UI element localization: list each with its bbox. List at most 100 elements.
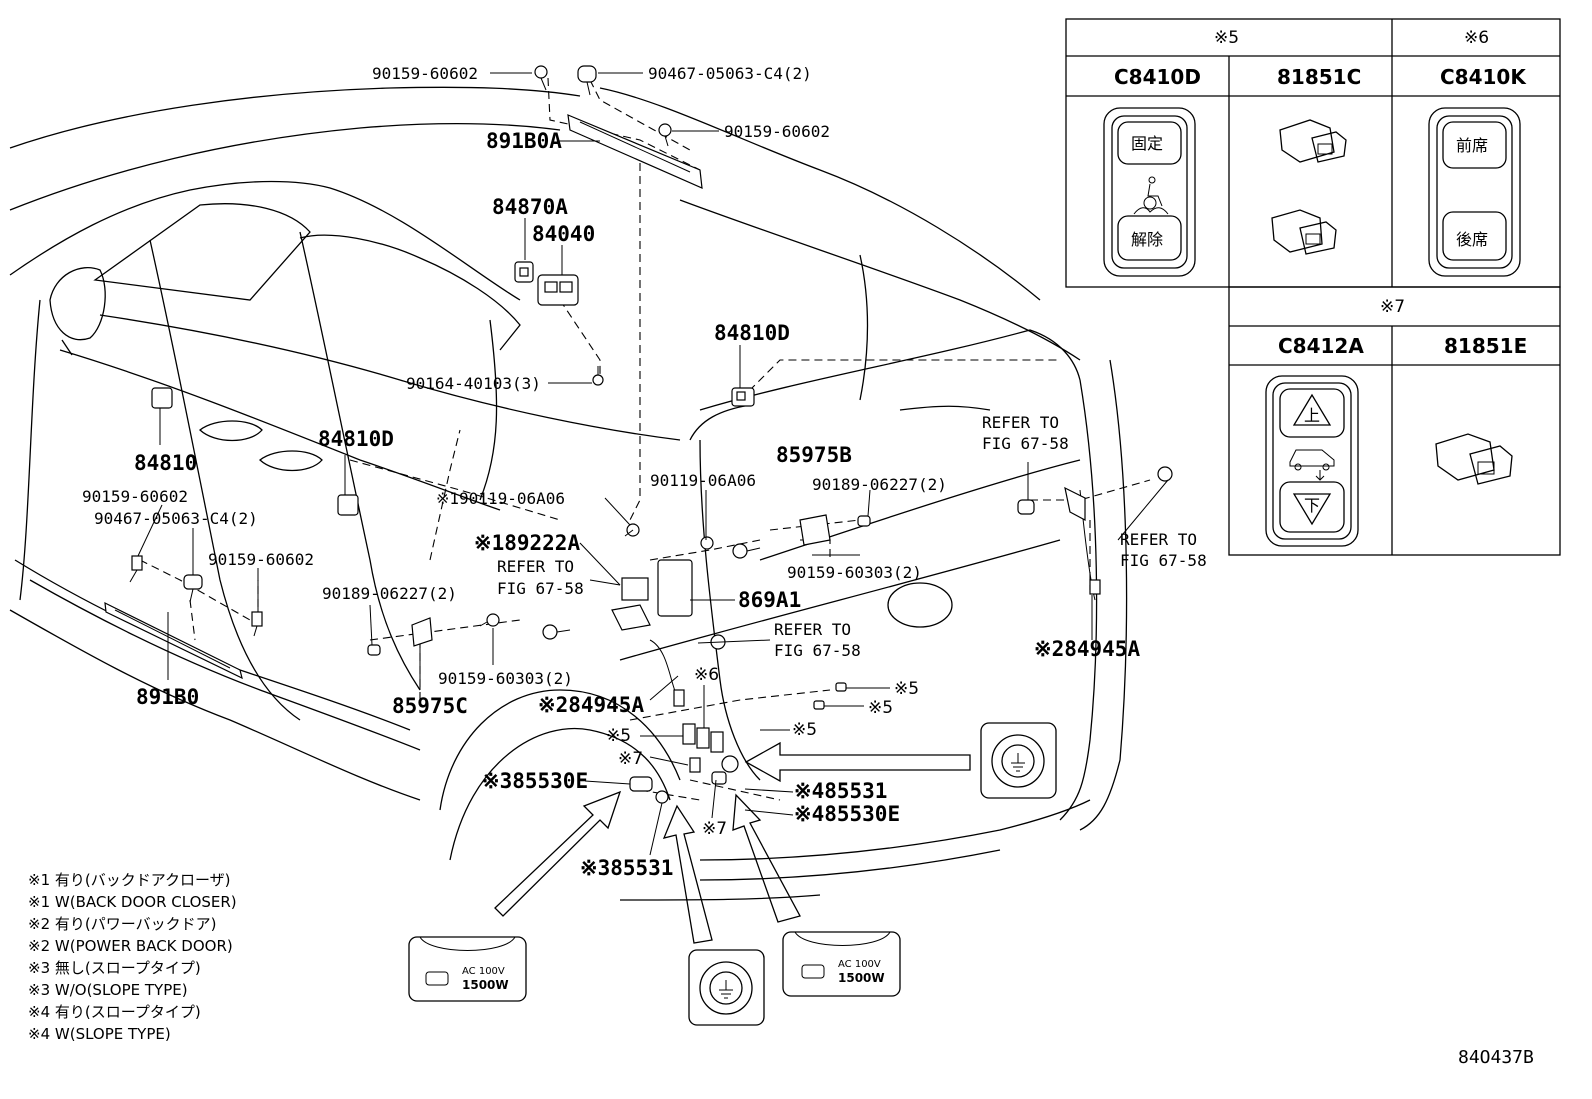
- callout-label: 90159-60602: [82, 487, 188, 506]
- plug-icon: [801, 964, 825, 979]
- callout-label: 891B0: [136, 685, 199, 709]
- part-glyphs: [104, 65, 1173, 804]
- bolt-icon: [700, 536, 714, 550]
- callout-label: 84870A: [492, 195, 568, 219]
- seat-select-switch-icon: 前席 後席: [1428, 107, 1521, 277]
- footnote-line: ※2 有り(パワーバックドア): [28, 915, 216, 933]
- footnote-line: ※2 W(POWER BACK DOOR): [28, 937, 233, 955]
- slope-switch-icon: 上 下: [1265, 375, 1359, 547]
- callout-label: ※5: [894, 679, 919, 699]
- vehicle-slope-icon: [1289, 449, 1335, 481]
- table-column-header: 81851C: [1277, 65, 1361, 89]
- callout-label: 90159-60602: [208, 550, 314, 569]
- refer-label: REFER TO: [1120, 530, 1197, 549]
- outlet-icon: [655, 790, 669, 804]
- refer-label: FIG 67-58: [1120, 551, 1207, 570]
- callout-label: 84040: [532, 222, 595, 246]
- switch-icon: [710, 731, 724, 753]
- connector-icon: [1271, 209, 1337, 255]
- outlet-icon: [629, 776, 653, 792]
- switch-button-label: 固定: [1131, 134, 1163, 153]
- switch-button-label: 解除: [1131, 230, 1163, 249]
- outlet-watt-label: 1500W: [462, 978, 509, 992]
- footnote-line: ※3 無し(スロープタイプ): [28, 959, 201, 977]
- callout-label: 90189-06227(2): [812, 475, 947, 494]
- callout-label: 90467-05063-C4(2): [648, 64, 812, 83]
- callout-label: ※284945A: [1034, 637, 1140, 661]
- callout-label: ※189222A: [474, 531, 580, 555]
- callout-label: 90159-60303(2): [787, 563, 922, 582]
- switch-icon: [514, 261, 534, 283]
- callout-label: 84810D: [714, 321, 790, 345]
- scuff-plate-icon: [104, 601, 243, 680]
- clip-icon: [857, 515, 871, 527]
- outlet-icon: [711, 771, 727, 785]
- refer-label: FIG 67-58: [774, 641, 861, 660]
- switch-icon: [337, 455, 359, 516]
- clip-icon: [1017, 499, 1035, 515]
- callout-label: ※5: [868, 698, 893, 718]
- table-group-label: ※5: [1214, 28, 1239, 48]
- callout-label: 891B0A: [486, 129, 562, 153]
- refer-label: FIG 67-58: [497, 579, 584, 598]
- switch-variant-table: ※5 ※6 ※7 C8410D 81851C C8410K C8412A 818…: [1065, 18, 1561, 556]
- switch-icon: [696, 727, 710, 749]
- callout-leaders: [137, 72, 1169, 856]
- outlet-watt-label: 1500W: [838, 971, 885, 985]
- bolt-icon: [1157, 466, 1173, 482]
- callout-label: 90467-05063-C4(2): [94, 509, 258, 528]
- screw-icon: [251, 611, 263, 637]
- switch-icon: [731, 387, 755, 407]
- clip-icon: [813, 700, 825, 710]
- callout-label: ※5: [792, 720, 817, 740]
- bolt-icon: [534, 65, 548, 91]
- wheelchair-icon: [1133, 176, 1169, 215]
- bolt-icon: [624, 523, 640, 537]
- footnote-line: ※4 有り(スロープタイプ): [28, 1003, 201, 1021]
- callout-label: 84810: [134, 451, 197, 475]
- hinge-icon: [1064, 486, 1086, 521]
- bracket-icon: [411, 617, 433, 647]
- callout-label: 90159-60602: [724, 122, 830, 141]
- callout-label: 90189-06227(2): [322, 584, 457, 603]
- callout-label: ※7: [618, 749, 643, 769]
- callout-label: ※6: [694, 665, 719, 685]
- footnote-line: ※1 W(BACK DOOR CLOSER): [28, 893, 237, 911]
- connector-icon: [1435, 433, 1513, 485]
- connector-icon: [1279, 119, 1347, 163]
- refer-label: REFER TO: [774, 620, 851, 639]
- footnote-line: ※1 有り(バックドアクローザ): [28, 871, 231, 889]
- callout-label: ※284945A: [538, 693, 644, 717]
- diagram-code: 84O437B: [1458, 1047, 1534, 1068]
- outlet-detail-box-left: AC 100V 1500W: [408, 936, 527, 1002]
- ground-icon: [719, 980, 733, 999]
- outlet-ac-label: AC 100V: [838, 959, 881, 970]
- callout-label: ※385531: [580, 856, 673, 880]
- switch-button-label: 下: [1304, 496, 1320, 515]
- switch-icon: [689, 757, 701, 773]
- module-icon: [611, 559, 693, 631]
- callout-label: ※5: [606, 726, 631, 746]
- callout-label: ※190119-06A06: [436, 489, 565, 508]
- screw-icon: [129, 555, 143, 583]
- callout-label: ※485530E: [794, 802, 900, 826]
- callout-label: ※385530E: [482, 769, 588, 793]
- switch-icon: [537, 274, 579, 306]
- switch-button-label: 後席: [1456, 230, 1488, 249]
- bolt-icon: [658, 123, 672, 147]
- footnote-line: ※4 W(SLOPE TYPE): [28, 1025, 171, 1043]
- refer-label: FIG 67-58: [982, 434, 1069, 453]
- footnotes: ※1 有り(バックドアクローザ) ※1 W(BACK DOOR CLOSER) …: [28, 871, 237, 1043]
- clip-icon: [183, 574, 203, 603]
- plug-icon: [425, 971, 449, 986]
- ground-icon: [1011, 753, 1025, 772]
- refer-label: REFER TO: [982, 413, 1059, 432]
- callout-labels: 90159-60602 90467-05063-C4(2) 90159-6060…: [82, 64, 1207, 880]
- callout-label: 90119-06A06: [650, 471, 756, 490]
- clip-icon: [367, 644, 381, 656]
- callout-label: 869A1: [738, 588, 801, 612]
- garnish-strip-icon: [567, 114, 703, 189]
- ground-detail-box-right: [980, 722, 1057, 799]
- bolt-icon: [542, 624, 571, 640]
